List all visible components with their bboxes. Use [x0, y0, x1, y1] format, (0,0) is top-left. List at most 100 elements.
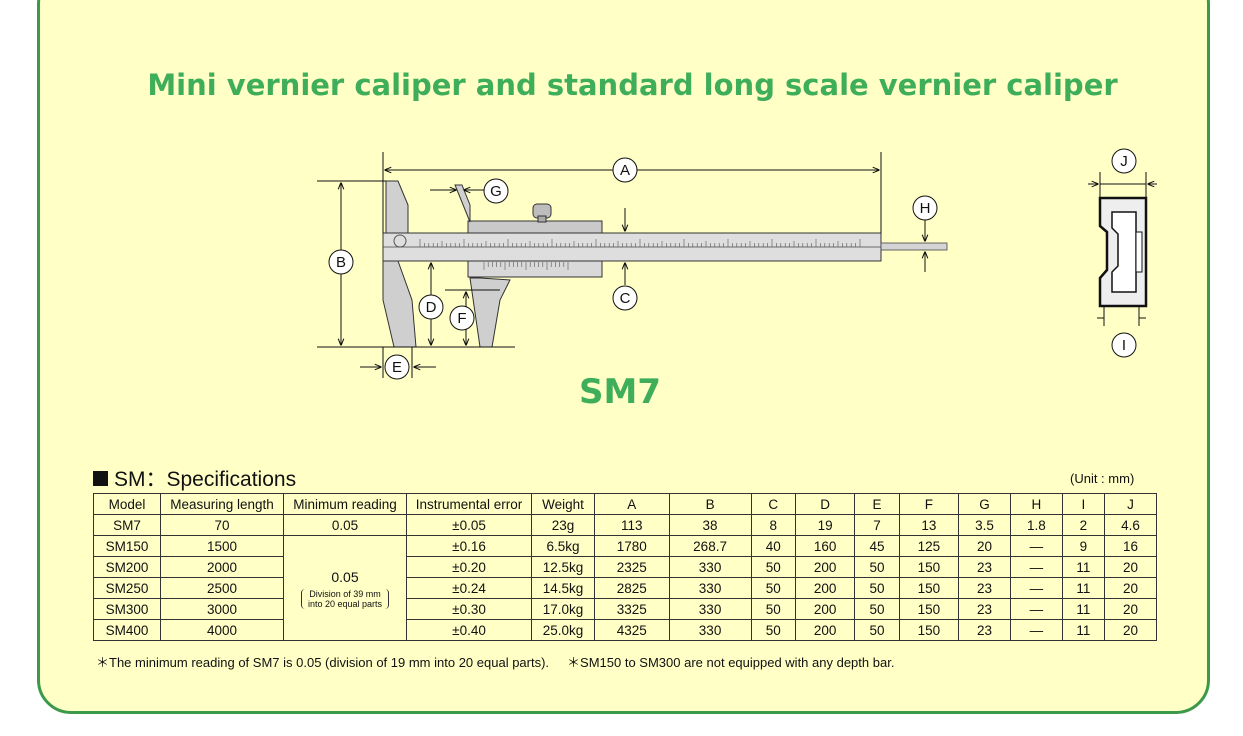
dim-label-f: F — [449, 305, 475, 331]
table-cell: 1.8 — [1009, 514, 1063, 536]
table-cell: 200 — [794, 556, 856, 578]
table-header-row: Model Measuring length Minimum reading I… — [93, 493, 1157, 515]
table-cell: 14.5kg — [531, 577, 595, 599]
spec-heading: SM：Specifications — [93, 463, 296, 493]
table-cell: 4000 — [160, 619, 284, 641]
table-cell: 1780 — [594, 535, 670, 557]
table-cell: 25.0kg — [531, 619, 595, 641]
table-cell: — — [1009, 535, 1063, 557]
model-label: SM7 — [579, 372, 661, 412]
table-cell: 11 — [1061, 577, 1106, 599]
table-cell: 3.5 — [958, 514, 1011, 536]
table-cell: 150 — [898, 556, 960, 578]
dim-label-d: D — [418, 294, 444, 320]
table-cell: ±0.16 — [406, 535, 532, 557]
table-cell: 23 — [958, 556, 1011, 578]
table-cell: 13 — [898, 514, 960, 536]
table-cell: 23 — [958, 577, 1011, 599]
col-header: C — [750, 493, 796, 515]
table-cell: 160 — [794, 535, 856, 557]
table-cell: 8 — [750, 514, 796, 536]
footnotes: ＊The minimum reading of SM7 is 0.05 (div… — [96, 652, 912, 671]
dimension-labels: A B C D E F G H I J — [328, 148, 1137, 380]
table-cell: 3000 — [160, 598, 284, 620]
table-cell: — — [1009, 577, 1063, 599]
table-cell: SM400 — [93, 619, 161, 641]
page-title: Mini vernier caliper and standard long s… — [147, 68, 1118, 102]
table-cell: 16 — [1104, 535, 1157, 557]
table-cell: 2325 — [594, 556, 670, 578]
col-header: H — [1009, 493, 1063, 515]
col-header: D — [794, 493, 856, 515]
table-cell: SM300 — [93, 598, 161, 620]
table-cell: 50 — [750, 577, 796, 599]
svg-text:D: D — [426, 299, 437, 316]
table-cell: 11 — [1061, 598, 1106, 620]
table-cell: 20 — [958, 535, 1011, 557]
svg-text:G: G — [490, 183, 502, 200]
dim-label-e: E — [384, 354, 410, 380]
table-cell: 330 — [668, 598, 752, 620]
table-cell: ±0.30 — [406, 598, 532, 620]
table-cell: 2825 — [594, 577, 670, 599]
col-header: I — [1061, 493, 1106, 515]
table-cell: SM150 — [93, 535, 161, 557]
table-cell: 38 — [668, 514, 752, 536]
table-cell: 23 — [958, 619, 1011, 641]
col-header: F — [898, 493, 960, 515]
col-header: Instrumental error — [406, 493, 532, 515]
table-cell: 4325 — [594, 619, 670, 641]
table-cell: 11 — [1061, 556, 1106, 578]
unit-label: (Unit : mm) — [1070, 471, 1135, 486]
table-cell: 50 — [750, 619, 796, 641]
table-cell: ±0.24 — [406, 577, 532, 599]
svg-text:A: A — [620, 162, 630, 179]
svg-text:F: F — [457, 310, 466, 327]
table-cell: 70 — [160, 514, 284, 536]
table-cell: 200 — [794, 577, 856, 599]
table-cell: 9 — [1061, 535, 1106, 557]
table-cell: 2 — [1061, 514, 1106, 536]
table-cell: 12.5kg — [531, 556, 595, 578]
table-cell: 45 — [854, 535, 900, 557]
col-header: Weight — [531, 493, 595, 515]
table-cell: ±0.05 — [406, 514, 532, 536]
table-cell: 0.05 — [283, 514, 407, 536]
svg-text:H: H — [920, 200, 931, 217]
table-cell: 6.5kg — [531, 535, 595, 557]
table-cell: 50 — [854, 556, 900, 578]
svg-text:J: J — [1120, 153, 1128, 170]
col-header: E — [854, 493, 900, 515]
note-line-2: into 20 equal parts — [307, 598, 383, 609]
table-cell: 19 — [794, 514, 856, 536]
table-cell: 330 — [668, 556, 752, 578]
table-cell: 40 — [750, 535, 796, 557]
table-cell: 2000 — [160, 556, 284, 578]
col-header: G — [958, 493, 1011, 515]
table-cell: — — [1009, 598, 1063, 620]
spec-heading-text: SM：Specifications — [114, 468, 297, 491]
dim-label-g: G — [483, 178, 509, 204]
min-reading-value: 0.05 — [331, 568, 359, 585]
svg-text:B: B — [336, 254, 346, 271]
table-cell: 2500 — [160, 577, 284, 599]
dim-label-i: I — [1111, 332, 1137, 358]
dim-label-h: H — [912, 195, 938, 221]
col-header: A — [594, 493, 670, 515]
table-cell: 4.6 — [1104, 514, 1157, 536]
note-line-1: Division of 39 mm — [309, 588, 381, 599]
table-cell: 50 — [750, 556, 796, 578]
dim-label-a: A — [612, 157, 638, 183]
table-cell: 200 — [794, 619, 856, 641]
table-cell: 7 — [854, 514, 900, 536]
table-cell: 113 — [594, 514, 670, 536]
table-cell: 330 — [668, 577, 752, 599]
table-cell: 17.0kg — [531, 598, 595, 620]
col-header: Measuring length — [160, 493, 284, 515]
table-cell: ±0.20 — [406, 556, 532, 578]
table-cell: 23 — [958, 598, 1011, 620]
table-cell: 50 — [854, 577, 900, 599]
